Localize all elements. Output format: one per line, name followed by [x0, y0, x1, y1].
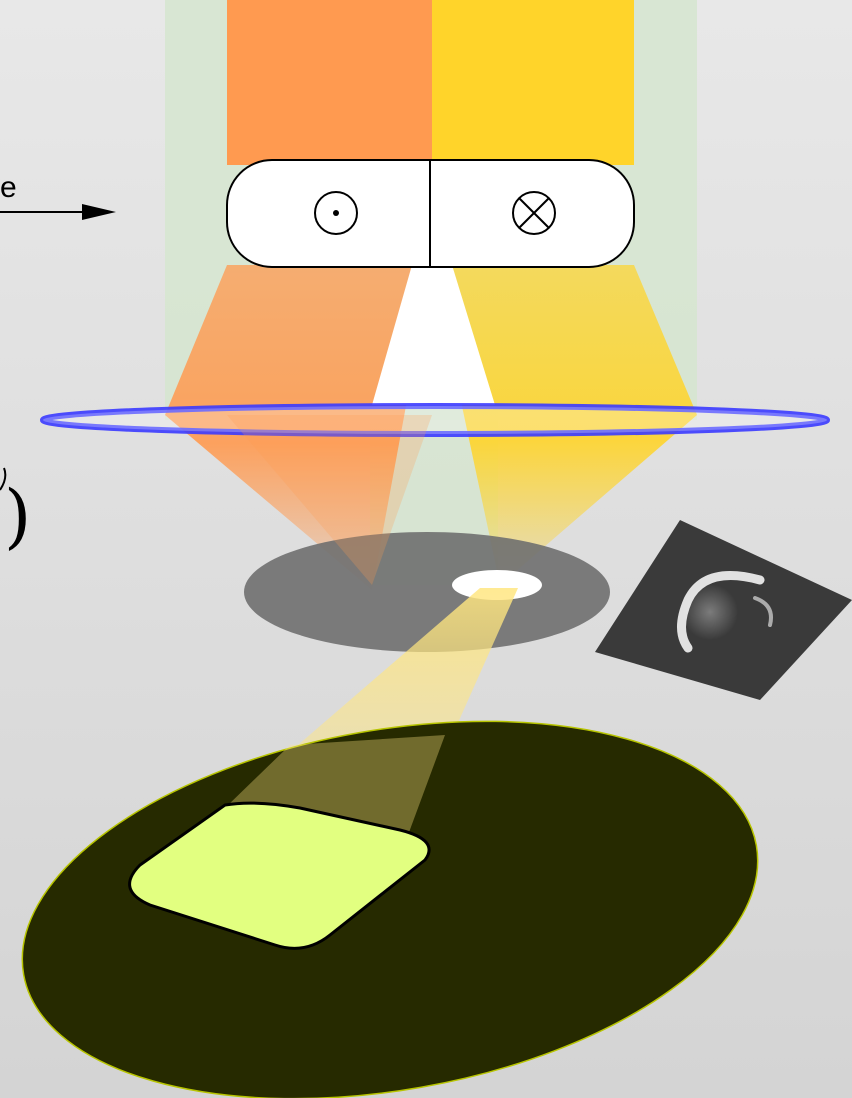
- beam-orange: [227, 0, 432, 165]
- polarization-slab: [227, 160, 634, 267]
- blue-ring-fill: [43, 406, 827, 434]
- partial-formula: ): [4, 475, 31, 557]
- arrow-label: e: [0, 171, 17, 204]
- beam-yellow: [432, 0, 634, 165]
